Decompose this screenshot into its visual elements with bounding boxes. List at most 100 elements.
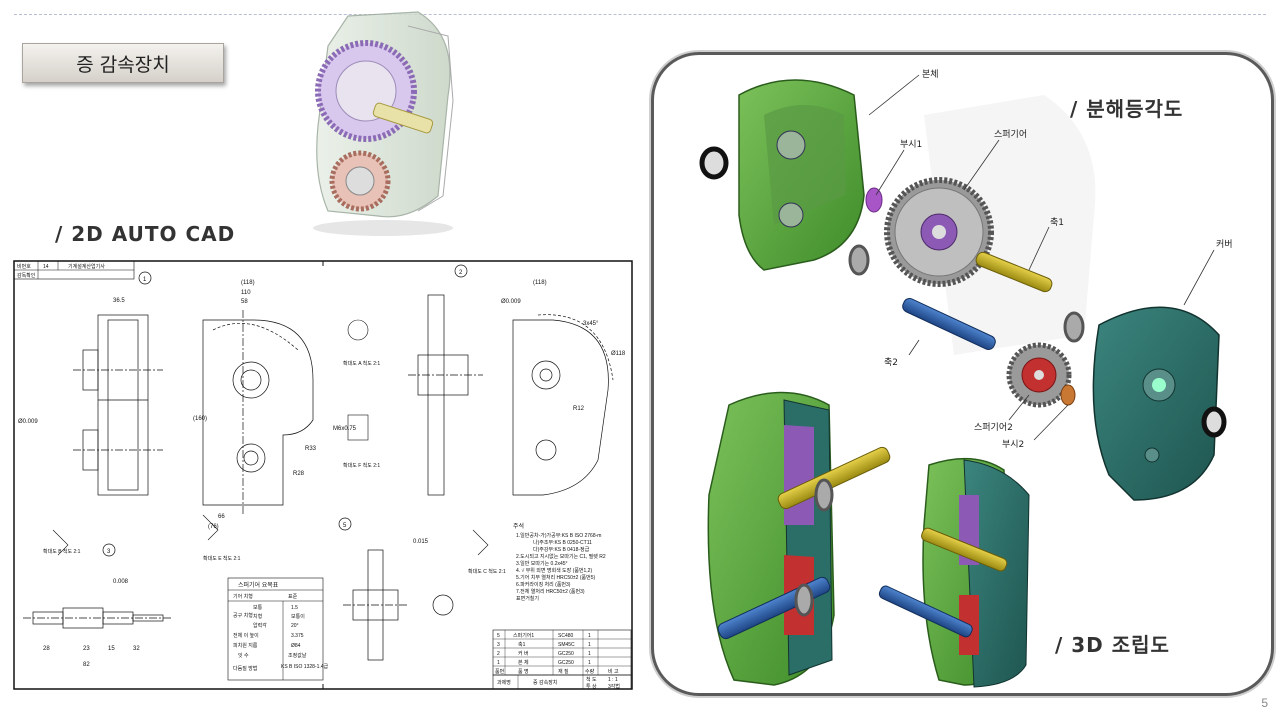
label-body: 본체 — [922, 69, 939, 80]
svg-text:(76): (76) — [208, 524, 219, 530]
page-number: 5 — [1261, 696, 1268, 710]
svg-text:GC250: GC250 — [558, 660, 574, 666]
svg-text:주석: 주석 — [513, 522, 524, 530]
svg-text:1: 1 — [588, 651, 591, 657]
part-spur-gear — [884, 177, 994, 287]
svg-text:KS B ISO 1328-1.4급: KS B ISO 1328-1.4급 — [281, 664, 329, 670]
part-shaft2 — [902, 297, 996, 351]
svg-text:Ø84: Ø84 — [291, 643, 301, 649]
label-bush1: 부시1 — [900, 139, 922, 150]
svg-text:M6x0.75: M6x0.75 — [333, 426, 357, 432]
svg-text:15: 15 — [108, 646, 115, 652]
svg-text:보통이: 보통이 — [291, 613, 305, 620]
svg-text:1: 1 — [588, 642, 591, 648]
svg-text:0.008: 0.008 — [113, 579, 129, 585]
svg-text:스퍼기어1: 스퍼기어1 — [513, 632, 534, 639]
svg-text:공구 치형: 공구 치형 — [233, 612, 253, 619]
svg-text:28: 28 — [43, 646, 50, 652]
svg-text:3: 3 — [497, 642, 500, 648]
exploded-and-assembly-views: 본체 부시1 스퍼기어 축1 커버 축2 스퍼기어2 부시2 — [699, 69, 1233, 688]
svg-text:확대도 A 척도 2:1: 확대도 A 척도 2:1 — [343, 360, 380, 367]
label-spur-gear: 스퍼기어 — [994, 129, 1027, 140]
dimension-labels: (118) 110 58 36.5 (160) (76) 66 R33 R28 … — [18, 280, 626, 668]
svg-text:3각법: 3각법 — [608, 683, 620, 690]
gearbox-3d-render — [313, 11, 454, 236]
svg-text:피치원 지름: 피치원 지름 — [233, 642, 258, 649]
render-panel: 본체 부시1 스퍼기어 축1 커버 축2 스퍼기어2 부시2 — [651, 52, 1274, 696]
svg-text:4. √ 부위 외면 명회색 도장 (품번1,2): 4. √ 부위 외면 명회색 도장 (품번1,2) — [516, 567, 592, 574]
svg-text:품번: 품번 — [495, 668, 505, 675]
drawing-notes: 주석 1.일반공차-가)가공부:KS B ISO 2768-m 나)주조부:KS… — [513, 522, 606, 602]
assembly-view-small — [878, 457, 1030, 688]
svg-text:(118): (118) — [533, 280, 547, 286]
svg-text:SM45C: SM45C — [558, 642, 575, 648]
svg-text:7.전체 열처리 HRC50±2 (품번3): 7.전체 열처리 HRC50±2 (품번3) — [516, 588, 585, 595]
svg-text:Ø118: Ø118 — [611, 351, 626, 357]
part-shaft1 — [975, 251, 1053, 293]
svg-text:1.일반공차-가)가공부:KS B ISO 2768-m: 1.일반공차-가)가공부:KS B ISO 2768-m — [516, 532, 601, 539]
svg-text:1.5: 1.5 — [291, 605, 298, 611]
svg-text:1: 1 — [588, 660, 591, 666]
view-body-section — [73, 314, 163, 496]
svg-text:다)주강부:KS B 0418-정급: 다)주강부:KS B 0418-정급 — [533, 546, 590, 553]
svg-text:2: 2 — [497, 651, 500, 657]
assembly-view-large — [707, 391, 891, 686]
svg-text:GC250: GC250 — [558, 651, 574, 657]
slide-title-box: 증 감속장치 — [22, 43, 224, 83]
part-bush2 — [1060, 384, 1076, 406]
svg-text:3.일반 모따기는 0.2x45°: 3.일반 모따기는 0.2x45° — [516, 560, 568, 567]
svg-text:0.015: 0.015 — [413, 539, 429, 545]
svg-text:1: 1 — [497, 660, 500, 666]
svg-text:척 도: 척 도 — [586, 676, 597, 683]
block-label-bibeonho: 비번호 — [17, 263, 31, 270]
svg-text:58: 58 — [241, 299, 248, 305]
label-cover: 커버 — [1216, 239, 1233, 250]
detail-views — [52, 319, 489, 556]
svg-text:32: 32 — [133, 646, 140, 652]
top-dotted-divider — [14, 14, 1266, 15]
view-body-front — [202, 310, 314, 515]
svg-text:6.파커라이징 처리 (품번3): 6.파커라이징 처리 (품번3) — [516, 581, 571, 588]
svg-text:5: 5 — [343, 523, 347, 529]
label-spur-gear2: 스퍼기어2 — [974, 422, 1013, 433]
svg-text:R28: R28 — [293, 471, 305, 477]
slide-title: 증 감속장치 — [76, 53, 170, 76]
svg-text:수량: 수량 — [585, 668, 595, 675]
part-spur-gear2 — [1006, 342, 1072, 408]
title-block: 과제명 증 감속장치 척 도 1 : 1 투 상 3각법 — [492, 674, 632, 690]
svg-text:축1: 축1 — [518, 641, 526, 648]
svg-text:20°: 20° — [291, 623, 299, 629]
svg-text:재 질: 재 질 — [558, 668, 569, 675]
svg-text:R12: R12 — [573, 406, 585, 412]
view-cover-front — [512, 314, 614, 496]
svg-text:비 고: 비 고 — [608, 668, 619, 675]
svg-text:나)주조부:KS B 0250-CT11: 나)주조부:KS B 0250-CT11 — [533, 539, 592, 546]
svg-text:3x45°: 3x45° — [583, 321, 599, 327]
svg-text:R33: R33 — [305, 446, 317, 452]
svg-text:표준: 표준 — [288, 594, 298, 600]
svg-text:투 상: 투 상 — [586, 683, 597, 690]
svg-text:과제명: 과제명 — [497, 679, 511, 686]
bearing-2 — [1063, 311, 1085, 343]
leader-lines — [868, 74, 1215, 441]
block-label-supervisor: 감독확인 — [17, 272, 36, 279]
svg-text:확대도 E 척도 2:1: 확대도 E 척도 2:1 — [203, 555, 241, 562]
svg-text:치형: 치형 — [253, 613, 262, 620]
svg-text:23: 23 — [83, 646, 90, 652]
svg-text:확대도 F 척도 2:1: 확대도 F 척도 2:1 — [343, 462, 380, 469]
seal-ring-right — [1201, 406, 1227, 438]
svg-text:다듬질 방법: 다듬질 방법 — [233, 665, 257, 672]
block-value-exam: 기계설계산업기사 — [68, 263, 105, 270]
part-bush1 — [865, 187, 883, 213]
parts-list: 5 스퍼기어1 SC480 1 3 축1 SM45C 1 2 커 버 GC250… — [492, 629, 632, 676]
svg-text:1 : 1: 1 : 1 — [608, 677, 618, 683]
svg-text:5: 5 — [497, 633, 500, 639]
svg-text:1: 1 — [588, 633, 591, 639]
bearing-1 — [848, 244, 870, 276]
svg-text:잇 수: 잇 수 — [238, 652, 249, 659]
heading-exploded-view: / 분해등각도 — [1070, 97, 1184, 121]
view-marks: 1 2 3 5 — [102, 264, 468, 557]
svg-text:1: 1 — [143, 277, 147, 283]
svg-text:확대도 C 척도 2:1: 확대도 C 척도 2:1 — [468, 568, 506, 575]
svg-text:본 체: 본 체 — [518, 659, 529, 666]
